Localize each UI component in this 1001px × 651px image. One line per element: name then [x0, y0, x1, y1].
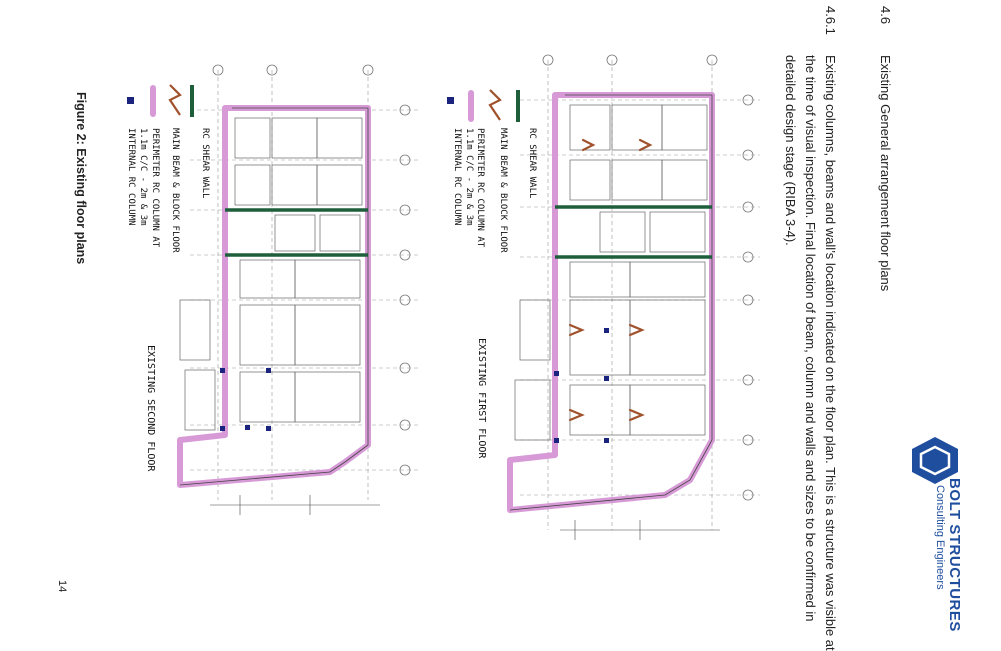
floor-plan-drawings	[127, 54, 958, 540]
logo-tagline: Consulting Engineers	[934, 485, 946, 590]
legend-label-spacing: 1.1m C/C - 2m & 3m	[464, 128, 474, 226]
legend-label-beam-floor: MAIN BEAM & BLOCK FLOOR	[170, 128, 180, 253]
legend-symbols-first	[447, 89, 520, 122]
first-floor-plan	[507, 54, 760, 540]
legend-label-spacing: 1.1m C/C - 2m & 3m	[138, 128, 148, 226]
first-floor-title: EXISTING FIRST FLOOR	[476, 338, 487, 459]
paragraph-line: the time of visual inspection. Final loc…	[803, 55, 818, 622]
second-floor-plan	[177, 64, 420, 515]
legend-label-perimeter: PERIMETER RC COLUMN AT	[475, 128, 485, 248]
second-floor-title: EXISTING SECOND FLOOR	[145, 345, 156, 472]
section-number: 4.6	[878, 6, 893, 25]
paragraph-number: 4.6.1	[823, 6, 838, 35]
section-title: Existing General arrangement floor plans	[878, 55, 893, 292]
legend-label-internal-column: INTERNAL RC COLUMN	[452, 128, 462, 226]
logo-brand-name: BOLT STRUCTURES	[946, 478, 963, 632]
legend-label-beam-floor: MAIN BEAM & BLOCK FLOOR	[498, 128, 508, 253]
page-number: 14	[56, 580, 68, 593]
paragraph-line: detailed design stage (RIBA 3-4).	[783, 55, 798, 246]
legend-label-internal-column: INTERNAL RC COLUMN	[126, 128, 136, 226]
paragraph-line: Existing columns, beams and wall’s locat…	[823, 55, 838, 651]
legend-label-shear-wall: RC SHEAR WALL	[527, 128, 537, 199]
hexagon-logo-icon	[912, 437, 958, 484]
figure-caption: Figure 2: Existing floor plans	[74, 92, 88, 265]
legend-label-perimeter: PERIMETER RC COLUMN AT	[150, 128, 160, 248]
legend-symbols-second	[127, 84, 194, 117]
legend-label-shear-wall: RC SHEAR WALL	[200, 128, 210, 199]
